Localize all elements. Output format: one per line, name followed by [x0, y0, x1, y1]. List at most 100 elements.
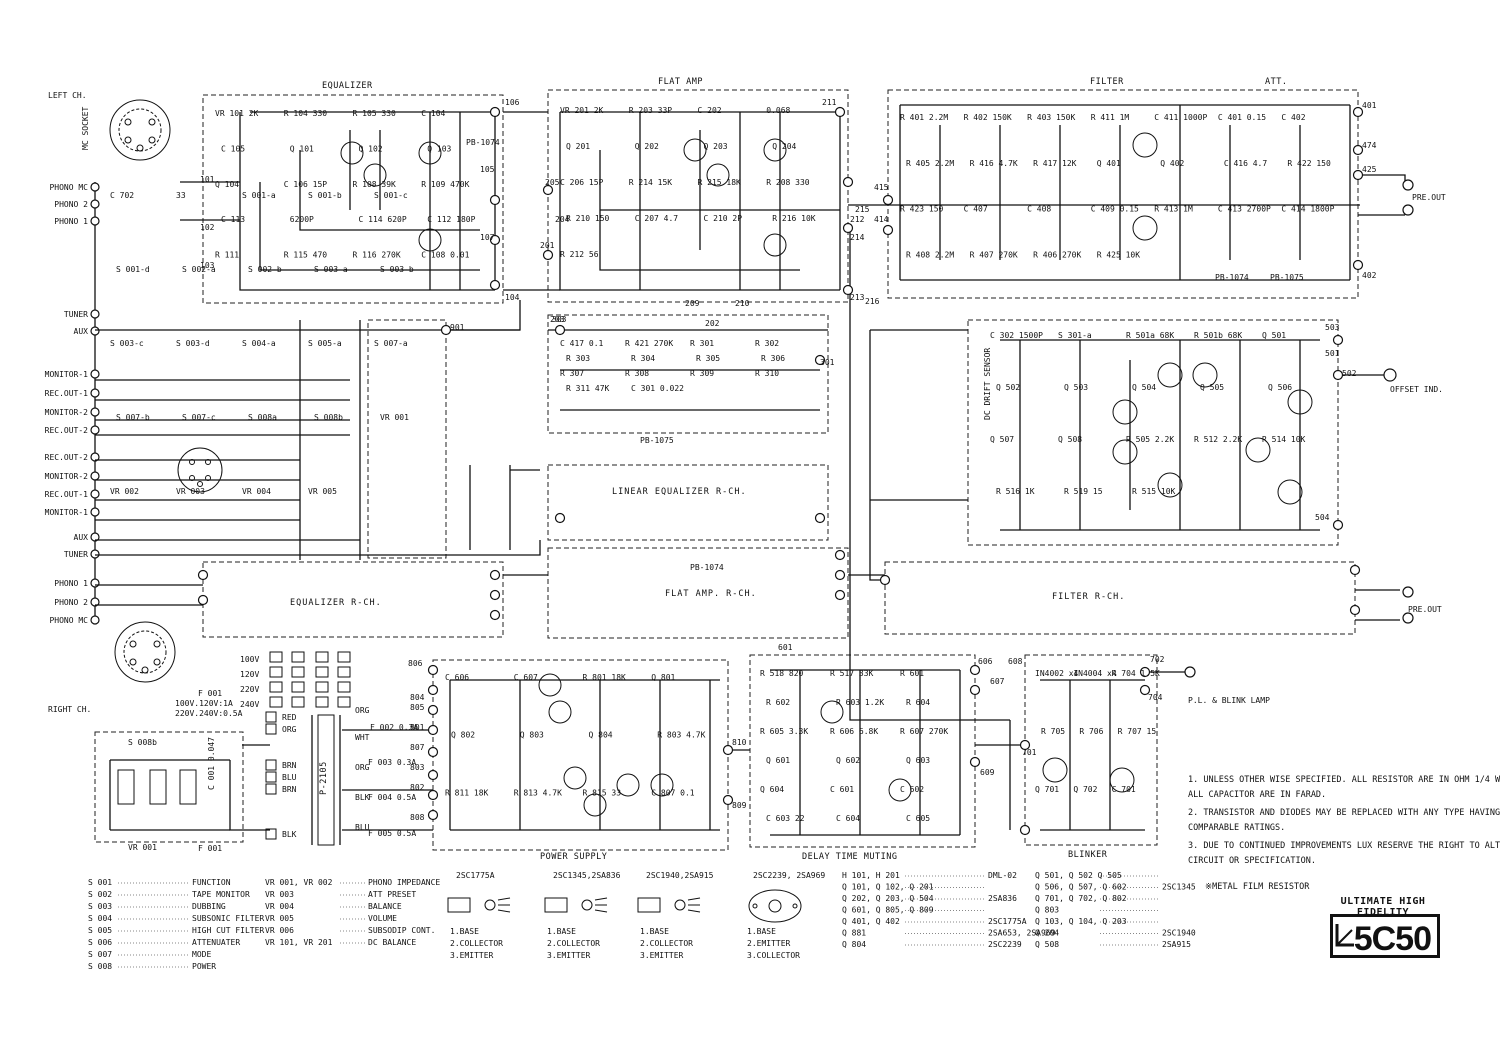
component-label: S 008b: [314, 413, 343, 422]
component-label: C 606: [445, 673, 469, 682]
transistor-type-name: 2SC2239, 2SA969: [753, 871, 825, 880]
component-label: R 310: [755, 369, 779, 378]
component-label: C 402: [1281, 113, 1305, 122]
terminal-number: 215: [855, 205, 870, 214]
input-jack-label: REC.OUT-2: [45, 453, 89, 462]
component-label: R 516 1K: [996, 487, 1035, 496]
pin-label: 1.BASE: [547, 927, 576, 936]
terminal-number: 214: [850, 233, 865, 242]
terminal-number: 606: [978, 657, 993, 666]
note-line: CIRCUIT OR SPECIFICATION.: [1188, 856, 1316, 866]
linear-eq-r-box: [547, 464, 829, 541]
component-label: R 104 330: [284, 109, 328, 118]
terminal-nodes: [197, 106, 1414, 836]
input-jack-label: PHONO MC: [49, 183, 88, 192]
parts-refs: Q 204: [1035, 929, 1059, 938]
component-label: C 603 22: [766, 814, 805, 823]
mc-socket-right: [114, 621, 176, 683]
component-label: 33: [176, 191, 186, 200]
terminal-number: 425: [1362, 165, 1377, 174]
component-label: S 002-b: [248, 265, 282, 274]
component-label: R 105 330: [353, 109, 397, 118]
input-jack: [90, 309, 100, 319]
legend-name: VOLUME: [368, 914, 397, 923]
component-label: R 408 2.2M: [906, 250, 954, 259]
input-jack: [90, 549, 100, 559]
pre-out-label-right: PRE.OUT: [1408, 605, 1442, 614]
board-label: PB-1074: [466, 138, 500, 147]
tap-label: BLK: [282, 830, 297, 839]
component-label: R 607 270K: [900, 727, 948, 736]
terminal-number: 202: [705, 319, 720, 328]
input-jack-label: AUX: [74, 327, 89, 336]
parts-type: 2SC1775A: [988, 917, 1027, 926]
din-socket: [177, 447, 223, 493]
component-label: C 104: [421, 109, 445, 118]
switch-label: VR 001: [128, 843, 157, 852]
terminal-number: 601: [778, 643, 793, 652]
component-label: VR 201 2K: [560, 106, 604, 115]
legend-id: VR 101, VR 201: [265, 938, 333, 947]
input-jack-label: TUNER: [64, 550, 88, 559]
component-label: C 807 0.1: [651, 788, 695, 797]
blinker-box: [1024, 654, 1158, 846]
tap-terminal: [265, 771, 277, 783]
component-label: S 003-b: [380, 265, 414, 274]
input-jack: [90, 388, 100, 398]
component-label: Q 604: [760, 785, 784, 794]
legend-name: MODE: [192, 950, 211, 959]
component-label: R 307: [560, 369, 584, 378]
pin-label: 3.EMITTER: [450, 951, 494, 960]
component-label: R 308: [625, 369, 649, 378]
component-label: R 407 270K: [970, 250, 1018, 259]
legend-id: S 006: [88, 938, 112, 947]
note-line: 2. TRANSISTOR AND DIODES MAY BE REPLACED…: [1188, 808, 1500, 818]
terminal-number: 107: [480, 233, 495, 242]
legend-id: VR 005: [265, 914, 294, 923]
legend-id: S 001: [88, 878, 112, 887]
component-label: R 815 33: [583, 788, 622, 797]
switch-label: S 008b: [128, 738, 157, 747]
input-jack: [90, 471, 100, 481]
component-label: C 408: [1027, 205, 1051, 214]
legend-id: S 003: [88, 902, 112, 911]
pre-out-label-left: PRE.OUT: [1412, 193, 1446, 202]
component-label: R 203 33P: [629, 106, 673, 115]
component-label: R 515 10K: [1132, 487, 1176, 496]
tap-label: ORG: [355, 706, 370, 715]
transistor-package-icon: [637, 897, 701, 913]
brand-title: ULTIMATE HIGH FIDELITY: [1340, 896, 1426, 918]
terminal-number: 809: [732, 801, 747, 810]
pin-label: 3.EMITTER: [547, 951, 591, 960]
voltage-220: 220V: [240, 685, 259, 694]
component-label: R 109 470K: [421, 180, 469, 189]
terminal-number: 401: [1362, 101, 1377, 110]
terminal-number: 704: [1148, 693, 1163, 702]
fuse-rating-1: 100V.120V:1A: [175, 699, 233, 708]
board-label: PB-1074: [690, 563, 724, 572]
delay-muting-title: DELAY TIME MUTING: [802, 852, 898, 862]
equalizer-r-title: EQUALIZER R-CH.: [290, 598, 382, 608]
transistor-type-name: 2SC1345,2SA836: [553, 871, 621, 880]
component-label: R 519 15: [1064, 487, 1103, 496]
component-label: Q 702: [1073, 785, 1097, 794]
component-label: S 007-a: [374, 339, 408, 348]
selector-contact: [315, 651, 329, 663]
component-label: C 210 2P: [704, 214, 743, 223]
component-label: Q 802: [451, 731, 475, 740]
legend-id: VR 003: [265, 890, 294, 899]
component-label: R 421 270K: [625, 339, 673, 348]
filter-r-box: [884, 561, 1356, 635]
selector-contact: [269, 696, 283, 708]
component-label: VR 003: [176, 487, 205, 496]
legend-name: HIGH CUT FILTER: [192, 926, 264, 935]
left-channel-label: LEFT CH.: [48, 91, 87, 100]
component-label: Q 508: [1058, 435, 1082, 444]
fuse-rating-2: 220V.240V:0.5A: [175, 709, 243, 718]
terminal-number: 213: [850, 293, 865, 302]
component-label: C 604: [836, 814, 860, 823]
component-label: Q 506: [1268, 383, 1292, 392]
component-label: Q 803: [520, 731, 544, 740]
